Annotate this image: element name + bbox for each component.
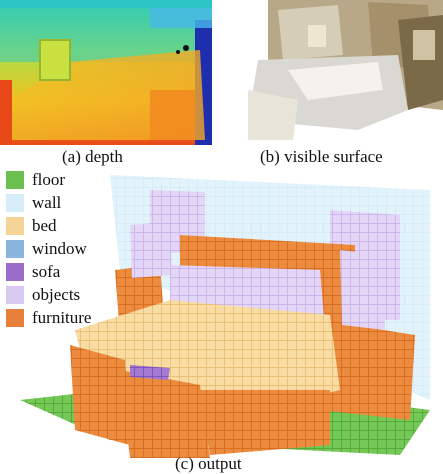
swatch-sofa	[6, 263, 24, 281]
legend-label: window	[32, 239, 87, 258]
bed-frame-front	[70, 345, 130, 445]
depth-map-graphic	[0, 0, 212, 145]
swatch-wall	[6, 194, 24, 212]
depth-image	[0, 0, 212, 145]
visible-surface-graphic	[248, 0, 443, 145]
legend-label: furniture	[32, 308, 92, 327]
legend-label: wall	[32, 193, 62, 212]
lamp-right	[340, 250, 385, 330]
legend-item-window: window	[6, 239, 87, 259]
legend-label: floor	[32, 170, 66, 189]
legend-item-objects: objects	[6, 285, 80, 305]
visible-surface-image	[248, 0, 443, 145]
voxel-scene-graphic	[20, 175, 430, 458]
bed-frame-right	[200, 390, 330, 455]
swatch-floor	[6, 171, 24, 189]
lamp-left	[130, 222, 172, 278]
legend-item-bed: bed	[6, 216, 57, 236]
legend-label: objects	[32, 285, 81, 304]
legend-item-floor: floor	[6, 170, 65, 190]
voxel-output-image	[0, 170, 443, 458]
legend-item-furniture: furniture	[6, 308, 91, 328]
legend-item-sofa: sofa	[6, 262, 60, 282]
nightstand-right	[320, 320, 415, 420]
caption-output: (c) output	[175, 454, 242, 473]
legend-label: sofa	[32, 262, 61, 281]
swatch-bed	[6, 217, 24, 235]
bed-bench	[120, 370, 210, 458]
caption-depth: (a) depth	[62, 147, 123, 166]
sofa-voxels	[130, 365, 170, 380]
legend-label: bed	[32, 216, 57, 235]
swatch-furniture	[6, 309, 24, 327]
legend-item-wall: wall	[6, 193, 61, 213]
swatch-window	[6, 240, 24, 258]
swatch-objects	[6, 286, 24, 304]
caption-visible-surface: (b) visible surface	[260, 147, 383, 166]
